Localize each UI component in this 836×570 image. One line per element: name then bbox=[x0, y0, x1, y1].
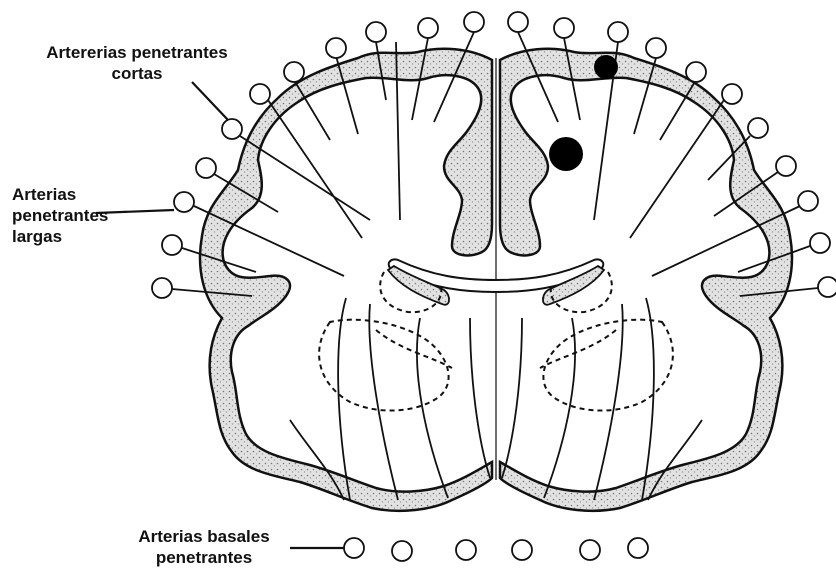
label-basal-line-1: Arterias basales bbox=[115, 526, 293, 547]
label-long-line-1: Arterias bbox=[12, 184, 108, 205]
label-long-penetrating-arteries: Arterias penetrantes largas bbox=[12, 184, 108, 247]
label-short-line-1: Artererias penetrantes bbox=[14, 42, 260, 63]
label-long-line-2: penetrantes bbox=[12, 205, 108, 226]
lesion-marker-large bbox=[549, 137, 583, 171]
label-short-line-2: cortas bbox=[14, 63, 260, 84]
label-short-penetrating-arteries: Artererias penetrantes cortas bbox=[14, 42, 260, 84]
label-long-line-3: largas bbox=[12, 226, 108, 247]
label-basal-line-2: penetrantes bbox=[115, 547, 293, 568]
lesion-marker-small bbox=[594, 55, 618, 79]
basal-penetrating-arteries bbox=[344, 538, 648, 561]
label-basal-penetrating-arteries: Arterias basales penetrantes bbox=[115, 526, 293, 568]
